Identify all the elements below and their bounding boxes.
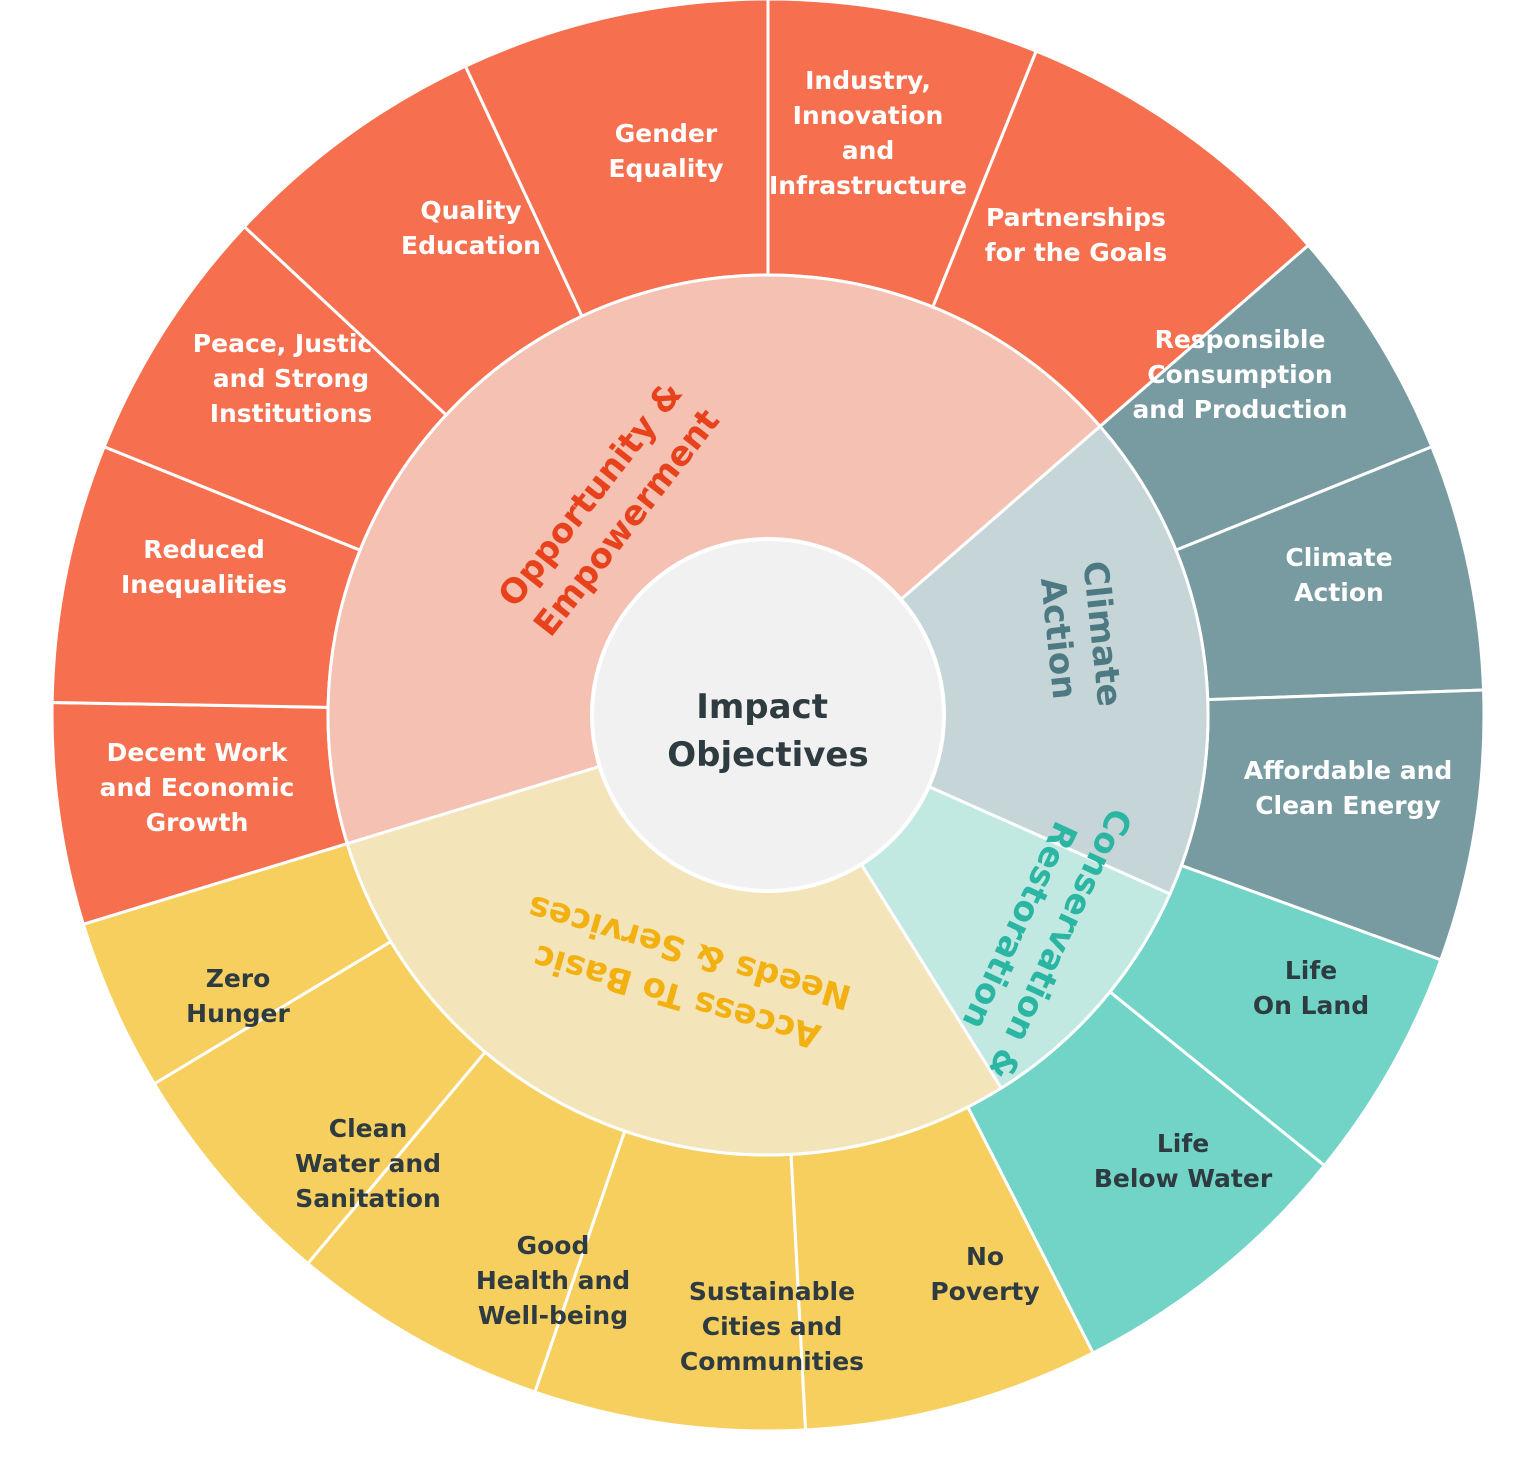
goal-label-line: Innovation: [793, 101, 944, 130]
goal-label-line: Peace, Justice: [193, 329, 389, 358]
goal-label: Life On Land: [1253, 956, 1369, 1020]
goal-label-line: Clean: [329, 1114, 408, 1143]
goal-label-line: Partnerships: [986, 203, 1166, 232]
goal-label-line: Below Water: [1094, 1164, 1273, 1193]
goal-label-line: and Economic: [100, 773, 295, 802]
goal-label-line: Action: [1294, 578, 1384, 607]
center-title: Impact Objectives: [667, 687, 868, 775]
goal-label-line: Good: [517, 1231, 590, 1260]
goal-label-line: and Strong: [213, 364, 369, 393]
center-hub: Impact Objectives: [590, 537, 946, 893]
goal-label-line: Infrastructure: [769, 171, 967, 200]
goal-label-line: Inequalities: [121, 570, 287, 599]
goal-label-line: Reduced: [143, 535, 265, 564]
goal-label-line: On Land: [1253, 991, 1369, 1020]
goal-label-line: Consumption: [1147, 360, 1332, 389]
center-title-line-2: Objectives: [667, 735, 868, 775]
goal-label-line: Zero: [206, 964, 271, 993]
goal-label-line: Growth: [146, 808, 249, 837]
goal-label-line: Health and: [476, 1266, 630, 1295]
goal-label-line: Equality: [608, 154, 723, 183]
goal-label-line: No: [966, 1242, 1004, 1271]
goal-label-line: Sustainable: [689, 1277, 855, 1306]
center-title-line-1: Impact: [696, 687, 828, 727]
goal-label-line: Cities and: [702, 1312, 843, 1341]
goal-label-line: Industry,: [805, 66, 931, 95]
goal-label-line: Climate: [1285, 543, 1392, 572]
goal-label-line: Affordable and: [1244, 756, 1453, 785]
goal-label-line: Quality: [420, 196, 521, 225]
goal-label-line: Education: [401, 231, 541, 260]
goal-label-line: Sanitation: [295, 1184, 441, 1213]
goal-label-line: Poverty: [930, 1277, 1039, 1306]
goal-label-line: Life: [1285, 956, 1337, 985]
goal-label-line: Water and: [295, 1149, 441, 1178]
goal-label-line: Life: [1157, 1129, 1209, 1158]
center-circle: [590, 537, 946, 893]
goal-label-line: Well-being: [478, 1301, 628, 1330]
goal-label-line: Gender: [615, 119, 718, 148]
goal-label-line: Hunger: [186, 999, 290, 1028]
goal-label-line: and Production: [1132, 395, 1347, 424]
goal-label-line: for the Goals: [985, 238, 1168, 267]
goal-label-line: and: [842, 136, 895, 165]
goal-label-line: Institutions: [210, 399, 373, 428]
goal-label-line: Clean Energy: [1255, 791, 1441, 820]
goal-label-line: Decent Work: [107, 738, 289, 767]
goal-label: Partnerships for the Goals: [985, 203, 1168, 267]
goal-label-line: Responsible: [1155, 325, 1326, 354]
goal-label-line: Communities: [680, 1347, 864, 1376]
